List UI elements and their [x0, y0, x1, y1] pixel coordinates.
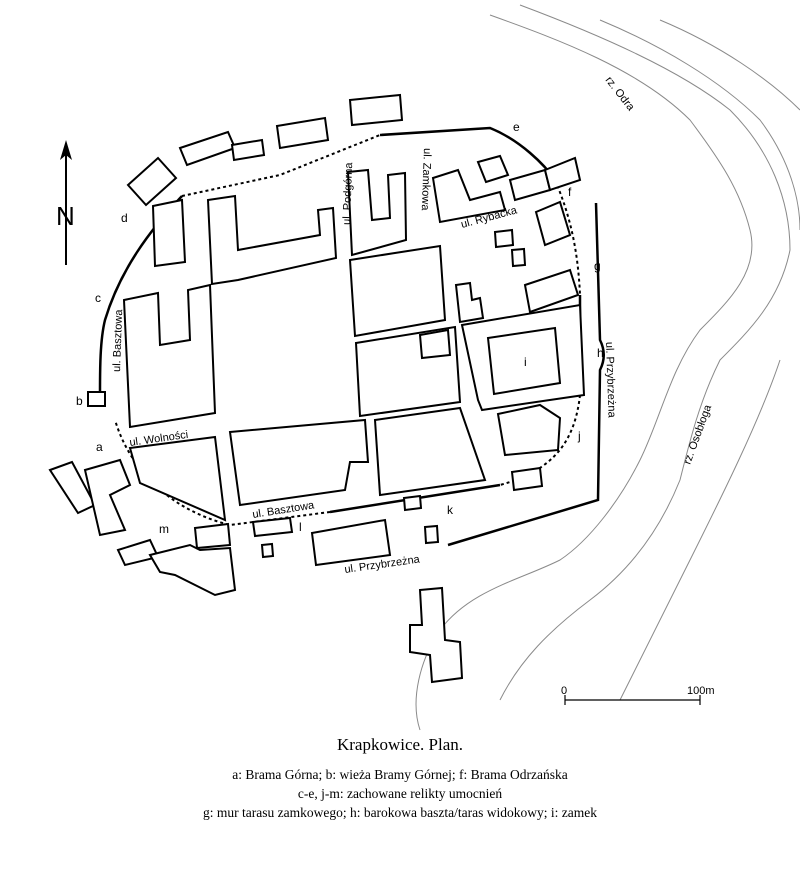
street-zamkowa: ul. Zamkowa — [419, 148, 433, 212]
label-i: i — [524, 355, 527, 369]
scale-end: 100m — [687, 685, 715, 697]
arrow-up-icon — [60, 140, 72, 160]
label-a: a — [96, 440, 103, 454]
street-basztowa-west: ul. Basztowa — [111, 308, 125, 372]
north-label: N — [56, 201, 75, 231]
river-osoblog-label: rz. Osobłoga — [682, 402, 715, 466]
label-f: f — [568, 185, 572, 199]
label-m: m — [159, 522, 169, 536]
legend-line-3: g: mur tarasu zamkowego; h: barokowa bas… — [202, 805, 597, 820]
label-k: k — [447, 503, 454, 517]
street-przybrzezna-east: ul. Przybrzeżna — [603, 342, 618, 419]
label-c: c — [95, 291, 101, 305]
label-l: l — [299, 520, 302, 534]
legend-line-1: a: Brama Górna; b: wieża Bramy Górnej; f… — [232, 767, 568, 782]
label-b: b — [76, 394, 83, 408]
legend-line-2: c-e, j-m: zachowane relikty umocnień — [297, 786, 503, 801]
label-e: e — [513, 120, 520, 134]
label-d: d — [121, 211, 128, 225]
map-title: Krapkowice. Plan. — [336, 735, 464, 754]
label-h: h — [597, 346, 604, 360]
scale-bar: 0 100m — [561, 685, 715, 705]
river-odra-label: rz. Odra — [603, 74, 637, 113]
label-g: g — [594, 259, 601, 273]
river-banks — [415, 4, 800, 731]
label-j: j — [577, 429, 581, 443]
scale-start: 0 — [561, 685, 567, 697]
street-podgorna: ul. Podgórna — [341, 161, 355, 225]
buildings — [48, 93, 586, 684]
north-arrow: N — [56, 140, 75, 265]
